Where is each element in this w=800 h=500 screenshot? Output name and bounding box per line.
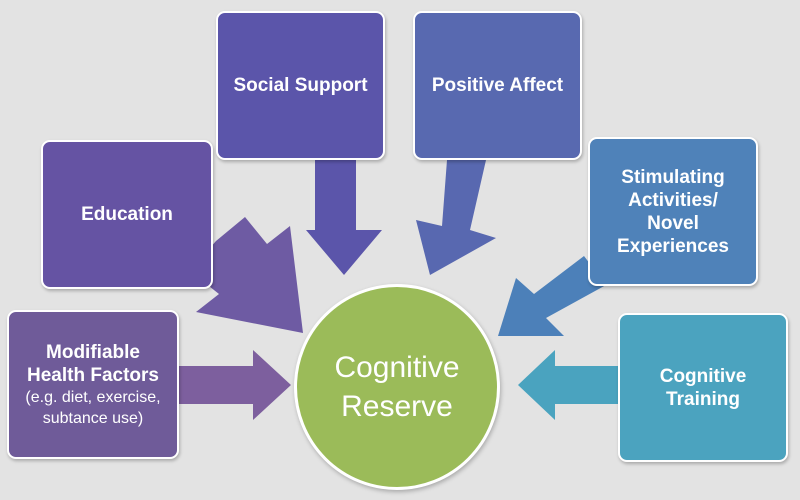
arrow-education (190, 217, 303, 333)
node-social-support: Social Support (216, 11, 385, 160)
arrow-health-factors (176, 350, 291, 420)
node-health-factors-label: Modifiable Health Factors (27, 341, 159, 386)
node-cognitive-training: Cognitive Training (618, 313, 788, 462)
arrow-stimulating (498, 256, 606, 336)
node-stimulating-activities: Stimulating Activities/ Novel Experience… (588, 137, 758, 286)
arrow-cognitive-training (518, 350, 620, 420)
node-cognitive-training-label: Cognitive Training (659, 365, 747, 410)
arrow-positive-affect (416, 160, 496, 275)
center-label: Cognitive Reserve (334, 351, 460, 423)
node-health-factors: Modifiable Health Factors (e.g. diet, ex… (7, 310, 179, 459)
node-education: Education (41, 140, 213, 289)
node-education-label: Education (81, 204, 173, 225)
node-positive-affect-label: Positive Affect (431, 75, 564, 96)
node-health-factors-detail: (e.g. diet, exercise, subtance use) (25, 388, 161, 427)
center-cognitive-reserve: Cognitive Reserve (294, 284, 500, 490)
arrow-social-support (306, 160, 382, 275)
node-social-support-label: Social Support (233, 75, 368, 96)
node-positive-affect: Positive Affect (413, 11, 582, 160)
node-stimulating-activities-label: Stimulating Activities/ Novel Experience… (617, 166, 729, 257)
